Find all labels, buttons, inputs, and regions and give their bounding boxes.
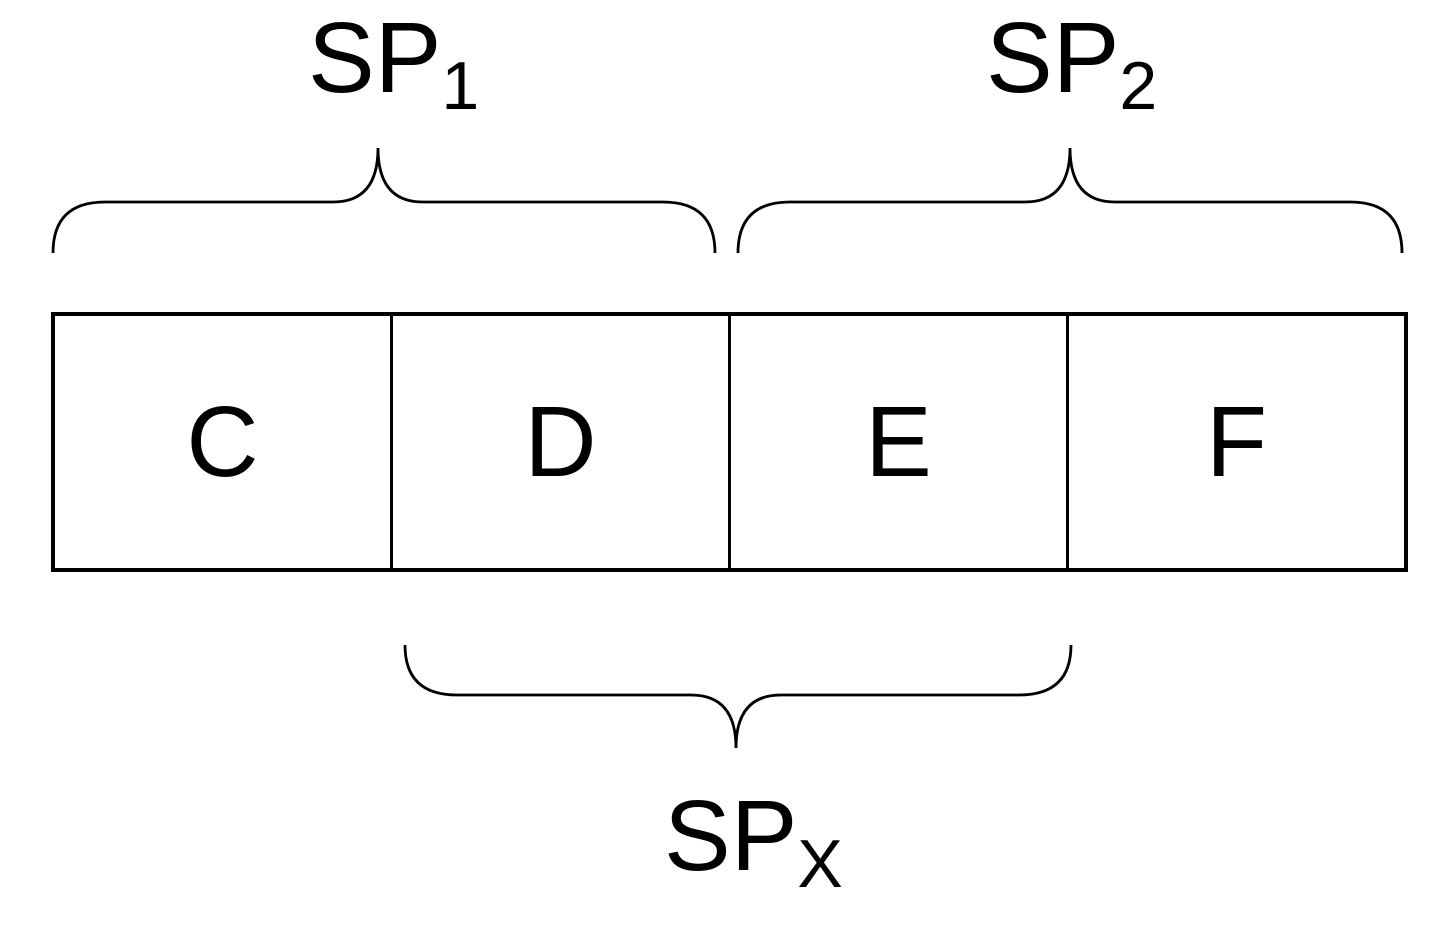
label-sp2-main: SP — [986, 2, 1120, 114]
label-spx-subscript: X — [797, 826, 843, 902]
label-spx-main: SP — [664, 780, 798, 892]
label-spx: SPX — [664, 786, 843, 898]
brace-sp1-icon — [51, 147, 717, 254]
cell-e-label: E — [865, 385, 932, 498]
cell-f: F — [1066, 316, 1404, 568]
brace-sp2-icon — [736, 147, 1404, 254]
label-sp2-subscript: 2 — [1119, 48, 1158, 124]
cell-e: E — [728, 316, 1066, 568]
label-sp1-main: SP — [308, 2, 442, 114]
label-sp1: SP1 — [308, 8, 479, 120]
cell-c-label: C — [186, 385, 259, 498]
cell-c: C — [55, 316, 390, 568]
brace-spx-icon — [403, 644, 1073, 749]
cell-f-label: F — [1205, 385, 1268, 498]
cell-row: C D E F — [51, 312, 1408, 572]
label-sp2: SP2 — [986, 8, 1157, 120]
label-sp1-subscript: 1 — [441, 48, 480, 124]
cell-d: D — [390, 316, 728, 568]
cell-d-label: D — [524, 385, 597, 498]
